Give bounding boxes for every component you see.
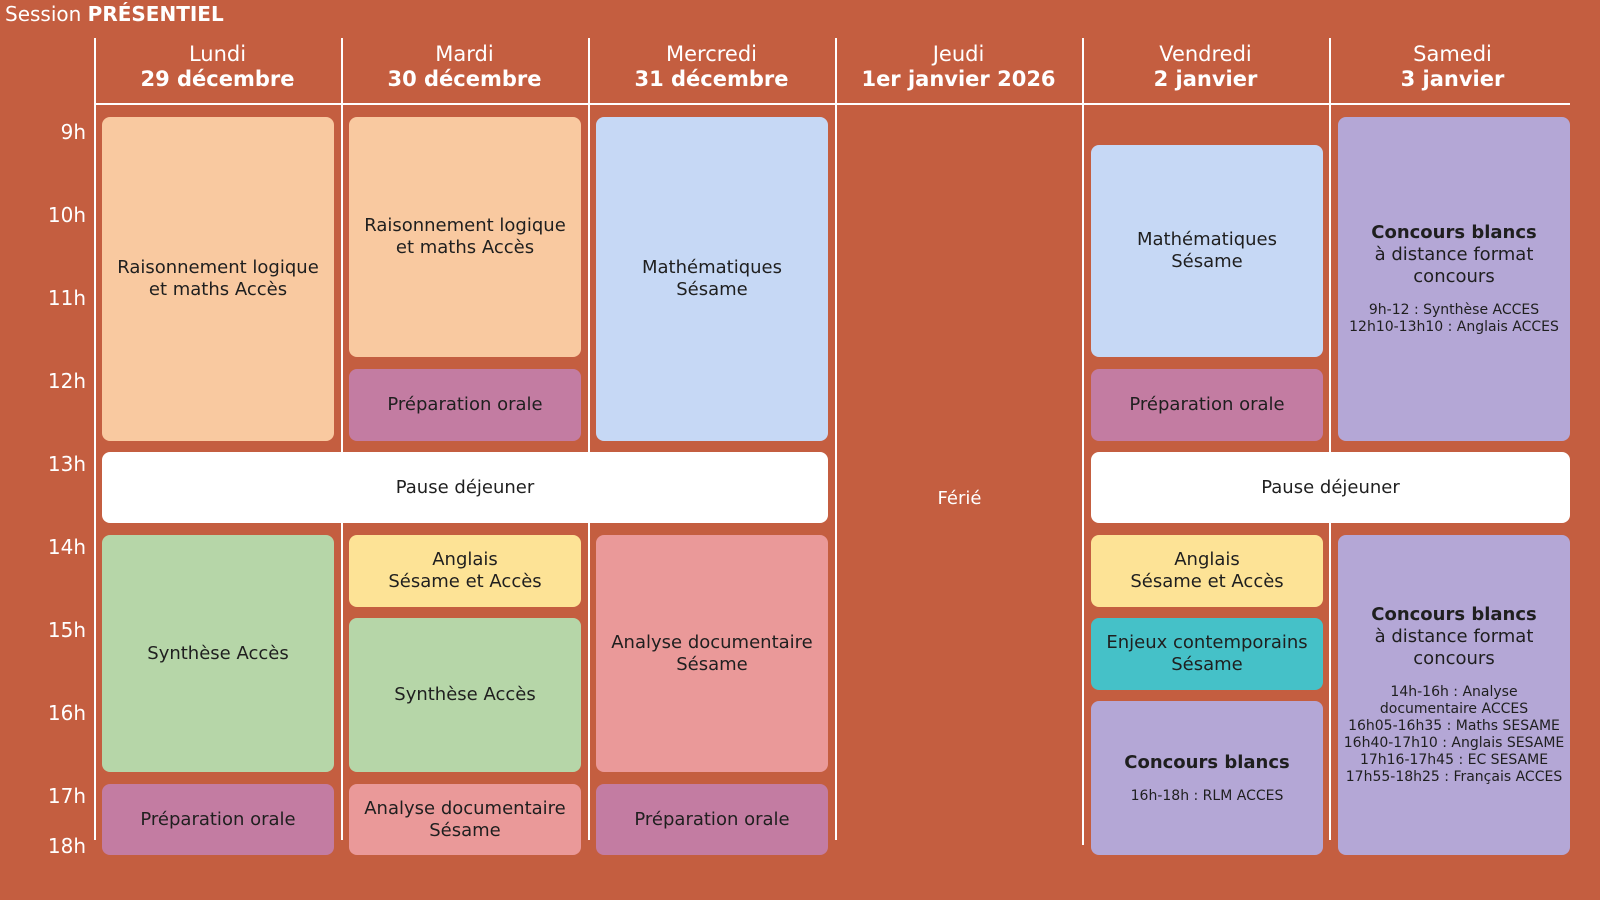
event-synthese-mardi[interactable]: Synthèse Accès (349, 618, 581, 772)
event-details: 14h-16h : Analyse documentaire ACCES 16h… (1343, 684, 1565, 785)
event-details: 16h-18h : RLM ACCES (1130, 787, 1284, 804)
grid-line (835, 38, 837, 840)
hour-label: 9h (60, 120, 86, 144)
hour-label: 12h (47, 369, 86, 393)
grid-line (1329, 38, 1331, 840)
event-preparation-orale-vendredi[interactable]: Préparation orale (1091, 369, 1323, 441)
grid-line (588, 38, 590, 840)
hour-label: 10h (47, 203, 86, 227)
hour-label: 17h (47, 784, 86, 808)
grid-line (94, 38, 96, 840)
header-divider (95, 103, 1570, 105)
hour-label: 15h (47, 618, 86, 642)
hour-label: 11h (47, 286, 86, 310)
session-mode: PRÉSENTIEL (87, 2, 224, 26)
hour-label: 16h (47, 701, 86, 725)
event-preparation-orale-lundi[interactable]: Préparation orale (102, 784, 334, 855)
event-concours-blancs-samedi-apres-midi[interactable]: Concours blancs à distance format concou… (1338, 535, 1570, 855)
event-synthese-lundi[interactable]: Synthèse Accès (102, 535, 334, 772)
hour-label: 18h (47, 834, 86, 858)
event-details: 9h-12 : Synthèse ACCES 12h10-13h10 : Ang… (1349, 302, 1559, 335)
session-prefix: Session (5, 2, 88, 26)
event-preparation-orale-mardi[interactable]: Préparation orale (349, 369, 581, 441)
grid-line (341, 38, 343, 840)
grid-line (1082, 38, 1084, 845)
session-title: Session PRÉSENTIEL (5, 2, 224, 26)
event-preparation-orale-mercredi[interactable]: Préparation orale (596, 784, 828, 855)
ferie-label: Férié (937, 488, 982, 509)
event-concours-blancs-samedi-matin[interactable]: Concours blancs à distance format concou… (1338, 117, 1570, 441)
event-pause-dejeuner-left[interactable]: Pause déjeuner (102, 452, 828, 523)
event-concours-blancs-vendredi[interactable]: Concours blancs 16h-18h : RLM ACCES (1091, 701, 1323, 855)
hour-label: 13h (47, 452, 86, 476)
hour-label: 14h (47, 535, 86, 559)
event-pause-dejeuner-right[interactable]: Pause déjeuner (1091, 452, 1570, 523)
